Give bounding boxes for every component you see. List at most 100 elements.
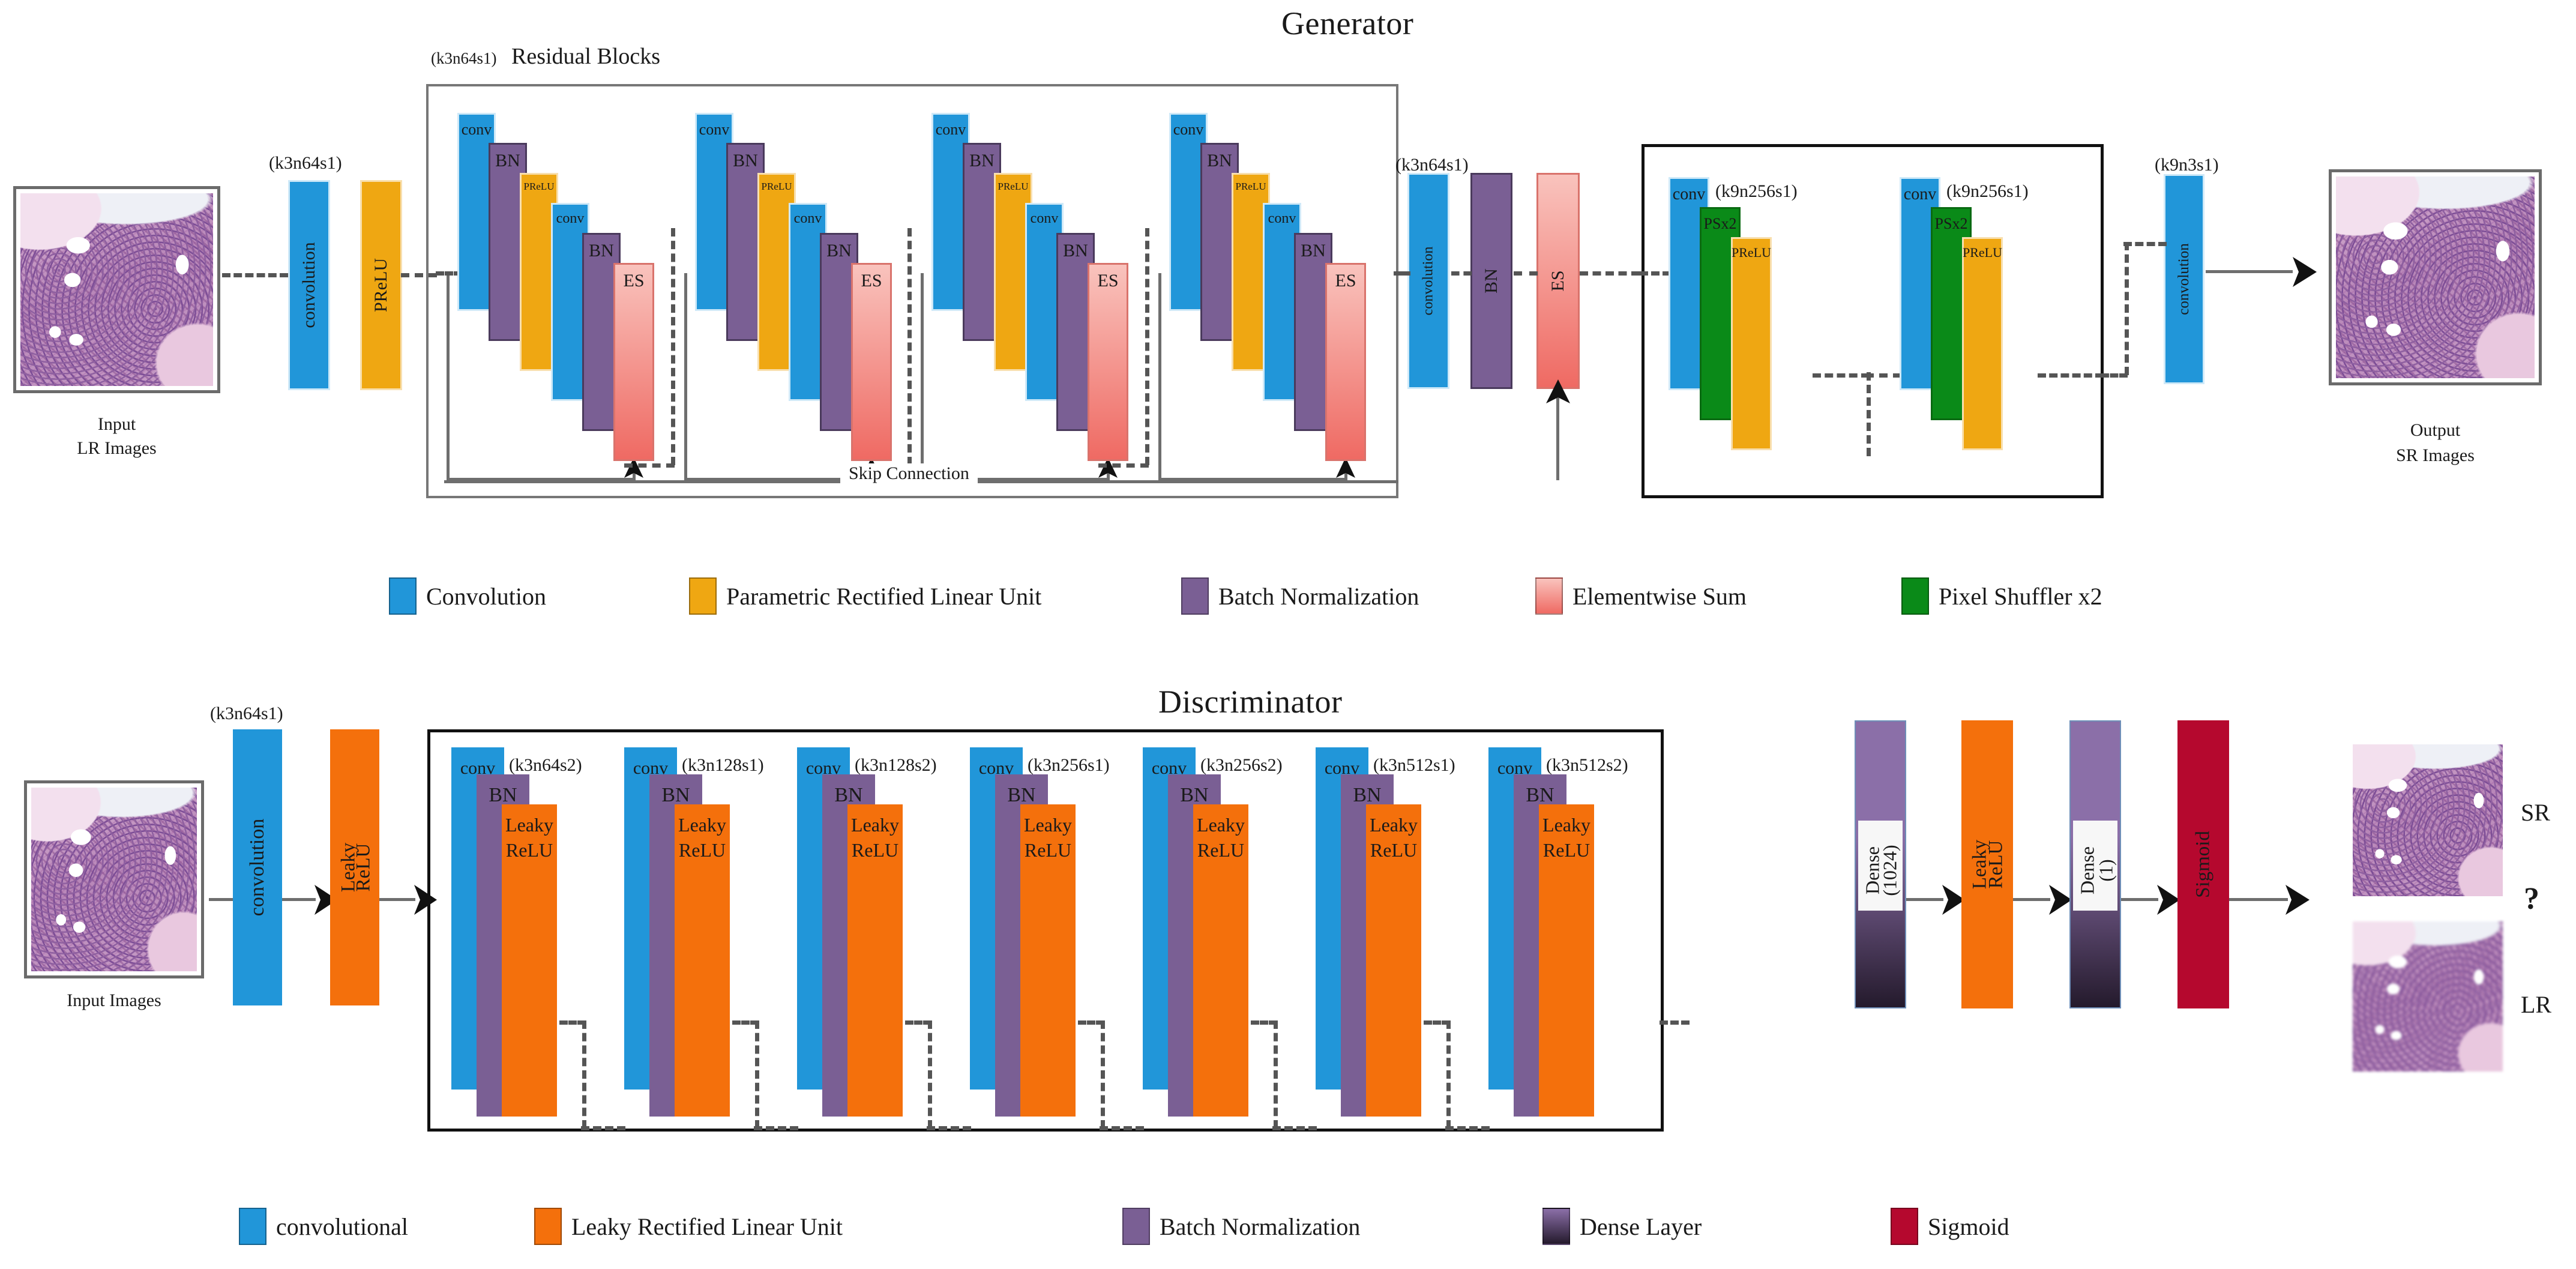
post-residual-conv[interactable]: convolution [1407, 173, 1449, 389]
post-residual-conn-d [1580, 271, 1640, 276]
disc-dense-1024[interactable]: Dense (1024) [1855, 720, 1906, 1008]
generator-head-prelu[interactable]: PReLU [360, 180, 402, 390]
disc-link-6-bottom [1445, 1126, 1490, 1130]
residual-block-1-skip-arrow [624, 457, 643, 478]
residual-block-2-skip-source-horz [684, 478, 871, 481]
generator-legend-label-5: Pixel Shuffler x2 [1939, 583, 2102, 610]
upsample-1-prelu[interactable]: PReLU [1731, 237, 1772, 450]
disc-conv-block-7-k-label: (k3n512s2) [1546, 755, 1628, 775]
residual-block-4-skip-source-horz [1158, 478, 1346, 481]
discriminator-legend-label-4: Dense Layer [1580, 1213, 1702, 1240]
tissue-image-sr [2353, 744, 2503, 896]
upsample-1-k-label: (k9n256s1) [1715, 181, 1798, 201]
residual-blocks-group [426, 84, 1398, 498]
residual-block-4-layer-1-label: BN [1207, 151, 1232, 170]
disc-output-sr-label: SR [2521, 799, 2550, 826]
upsample-2-prelu[interactable]: PReLU [1962, 237, 2003, 450]
disc-sigmoid[interactable]: Sigmoid [2177, 720, 2229, 1008]
disc-tail-arrow-1 [1942, 885, 1965, 915]
disc-conv-block-2-k-label: (k3n128s1) [682, 755, 764, 775]
disc-head-arrow [314, 885, 337, 915]
disc-conv-block-2-bn-label: BN [661, 784, 690, 806]
post-residual-conn-a [1394, 271, 1410, 276]
disc-dense-1024-label-band [1858, 821, 1903, 911]
disc-tail-lrelu[interactable]: Leaky ReLU [1961, 720, 2013, 1008]
residual-block-3-skip-source-vert [921, 273, 924, 480]
disc-link-6-vert [1446, 1020, 1451, 1129]
residual-group-label: Residual Blocks [511, 44, 661, 69]
residual-link-2 [907, 228, 912, 465]
residual-link-1-foot [624, 463, 675, 468]
generator-title: Generator [1281, 5, 1414, 41]
disc-link-5-bottom [1272, 1126, 1317, 1130]
residual-block-2-layer-2-label: PReLU [761, 181, 792, 192]
global-skip-line [1556, 390, 1559, 480]
discriminator-legend-label-5: Sigmoid [1928, 1213, 2009, 1240]
residual-block-1-layer-2-label: PReLU [523, 181, 555, 192]
residual-block-1-skip-source-vert [447, 273, 450, 480]
disc-dense-1-label-2: (1) [2095, 858, 2117, 882]
disc-conv-block-4-k-label: (k3n256s1) [1028, 755, 1110, 775]
generator-tail-conv[interactable]: convolution [2164, 174, 2204, 384]
post-residual-es[interactable]: ES [1536, 173, 1580, 389]
generator-input-caption-line1: Input [97, 414, 136, 434]
disc-sigmoid-label: Sigmoid [2192, 831, 2214, 898]
discriminator-legend-swatch-1 [239, 1208, 266, 1245]
disc-link-3-bottom [927, 1126, 971, 1130]
generator-head-conv[interactable]: convolution [288, 180, 330, 390]
residual-block-4-skip-source-vert [1158, 273, 1161, 480]
disc-tail-arrow-2 [2049, 885, 2072, 915]
residual-block-2-layer-4-label: BN [826, 241, 852, 261]
residual-block-2-layer-1-label: BN [733, 151, 758, 170]
disc-head-conv[interactable]: convolution [233, 729, 282, 1005]
disc-input-arrow-line [209, 898, 245, 901]
disc-head-k-label: (k3n64s1) [210, 704, 283, 723]
tissue-image-lr [2353, 921, 2503, 1072]
upsample-1-pixelshuffler-label: PSx2 [1703, 215, 1737, 232]
disc-head-out-arrow [414, 885, 437, 915]
tissue-image-disc [31, 788, 197, 971]
upsample-1-prelu-label: PReLU [1732, 245, 1771, 260]
residual-block-3-layer-es[interactable]: ES [1088, 263, 1128, 461]
disc-link-3-top [905, 1020, 931, 1025]
disc-head-lrelu[interactable]: Leaky ReLU [330, 729, 379, 1005]
upsample-exit-connector [2038, 373, 2104, 378]
generator-legend-swatch-4 [1535, 577, 1563, 615]
residual-block-1-layer-es[interactable]: ES [613, 263, 654, 461]
residual-block-1-layer-3-label: conv [556, 211, 585, 226]
post-residual-conn-b [1451, 271, 1472, 276]
upsample-link-horz-a [1813, 373, 1870, 378]
generator-legend-label-1: Convolution [426, 583, 547, 610]
generator-legend-swatch-5 [1901, 577, 1929, 615]
residual-block-3-layer-4-label: BN [1063, 241, 1088, 261]
disc-conv-block-5-k-label: (k3n256s2) [1200, 755, 1283, 775]
disc-dense-1024-label-2: (1024) [1879, 844, 1901, 896]
residual-block-4-skip-arrow [1336, 457, 1355, 478]
generator-tail-k-label: (k9n3s1) [2155, 155, 2219, 175]
residual-block-4-layer-5-label: ES [1335, 271, 1356, 291]
disc-dense-1[interactable]: Dense (1) [2069, 720, 2121, 1008]
disc-conv-block-3-bn-label: BN [834, 784, 863, 806]
disc-conv-block-1-lrelu-label-1: Leaky [505, 814, 553, 836]
tail-connector-lower [2101, 373, 2128, 378]
residual-block-4-layer-es[interactable]: ES [1325, 263, 1366, 461]
disc-link-5-vert [1274, 1020, 1278, 1129]
residual-block-4-layer-3-label: conv [1268, 211, 1296, 226]
residual-block-3-skip-arrow [1098, 457, 1118, 478]
residual-block-2-layer-es[interactable]: ES [851, 263, 892, 461]
upsample-2-prelu-label: PReLU [1963, 245, 2002, 260]
residual-block-3-layer-2-label: PReLU [998, 181, 1029, 192]
upsample-entry-connector [1640, 271, 1671, 276]
disc-head-arrow-line [282, 898, 316, 901]
generator-legend-label-3: Batch Normalization [1218, 583, 1419, 610]
discriminator-legend-swatch-5 [1891, 1208, 1918, 1245]
post-residual-bn[interactable]: BN [1470, 173, 1512, 389]
disc-conv-block-7-bn-label: BN [1526, 784, 1554, 806]
